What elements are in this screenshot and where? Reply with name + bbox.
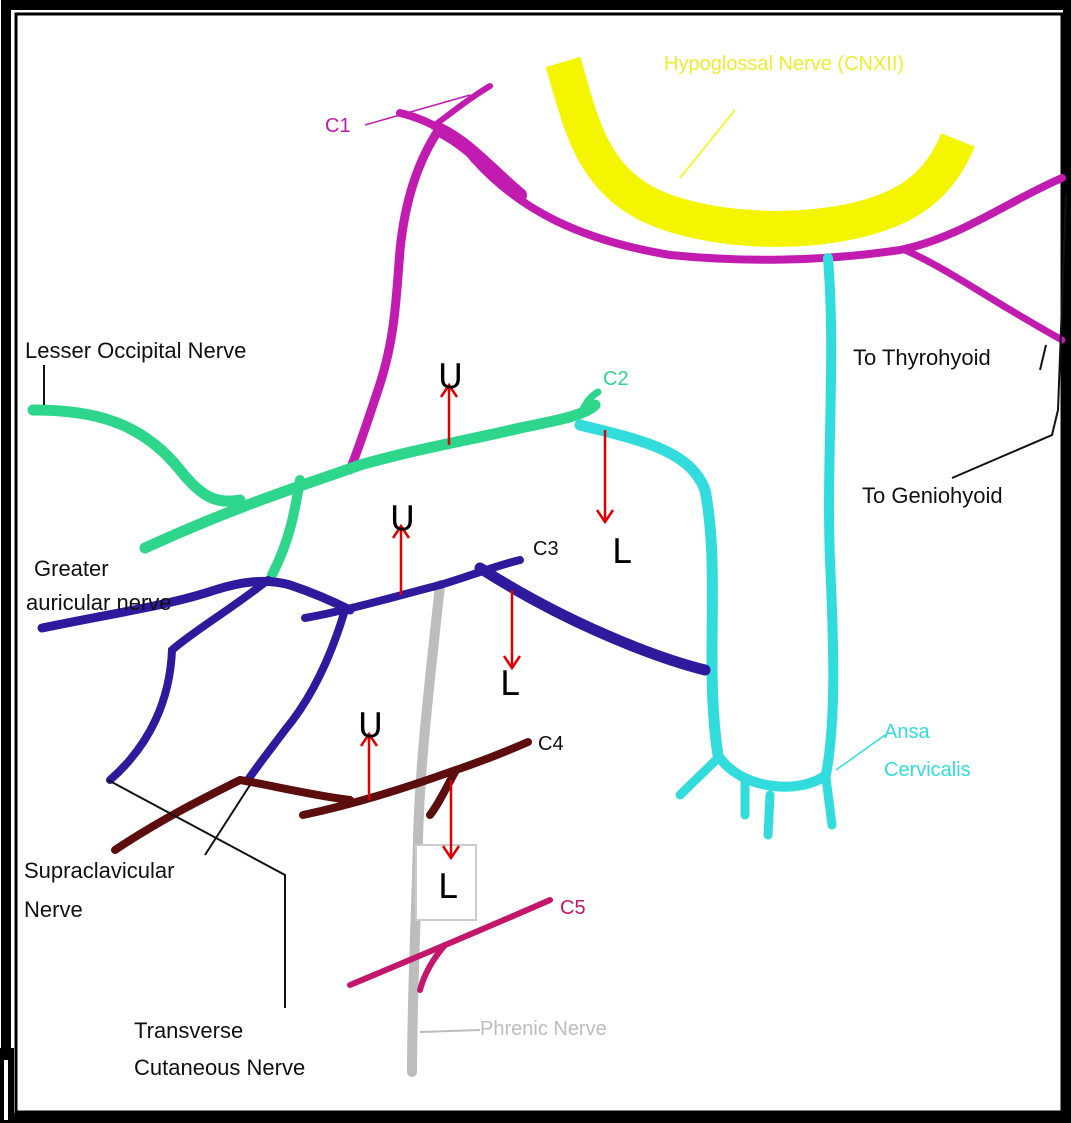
label-transverse-2: Cutaneous Nerve (134, 1055, 305, 1080)
label-c2: C2 (603, 368, 629, 390)
label-phrenic: Phrenic Nerve (480, 1018, 607, 1040)
marker-u-c3: U (390, 499, 415, 539)
label-to-thyrohyoid: To Thyrohyoid (853, 345, 991, 370)
label-ansa-1: Ansa (884, 721, 930, 743)
marker-l-c4: L (438, 867, 457, 907)
label-c5: C5 (560, 897, 586, 919)
label-c3: C3 (533, 538, 559, 560)
corner-mark-gap (4, 1060, 8, 1120)
label-greater-auricular-1: Greater (34, 556, 109, 581)
label-c1: C1 (325, 115, 351, 137)
marker-l-c2: L (612, 532, 631, 572)
label-to-geniohyoid: To Geniohyoid (862, 483, 1003, 508)
label-ansa-2: Cervicalis (884, 759, 971, 781)
label-transverse-1: Transverse (134, 1018, 243, 1043)
label-c4: C4 (538, 733, 564, 755)
marker-u-c4: U (358, 706, 383, 746)
label-supraclavicular-2: Nerve (24, 897, 83, 922)
label-lesser-occipital: Lesser Occipital Nerve (25, 338, 246, 363)
label-supraclavicular-1: Supraclavicular (24, 858, 174, 883)
marker-l-c3: L (500, 664, 519, 704)
marker-u-c2: U (438, 357, 463, 397)
label-hypoglossal: Hypoglossal Nerve (CNXII) (664, 53, 904, 75)
label-greater-auricular-2: auricular nerve (26, 590, 172, 615)
